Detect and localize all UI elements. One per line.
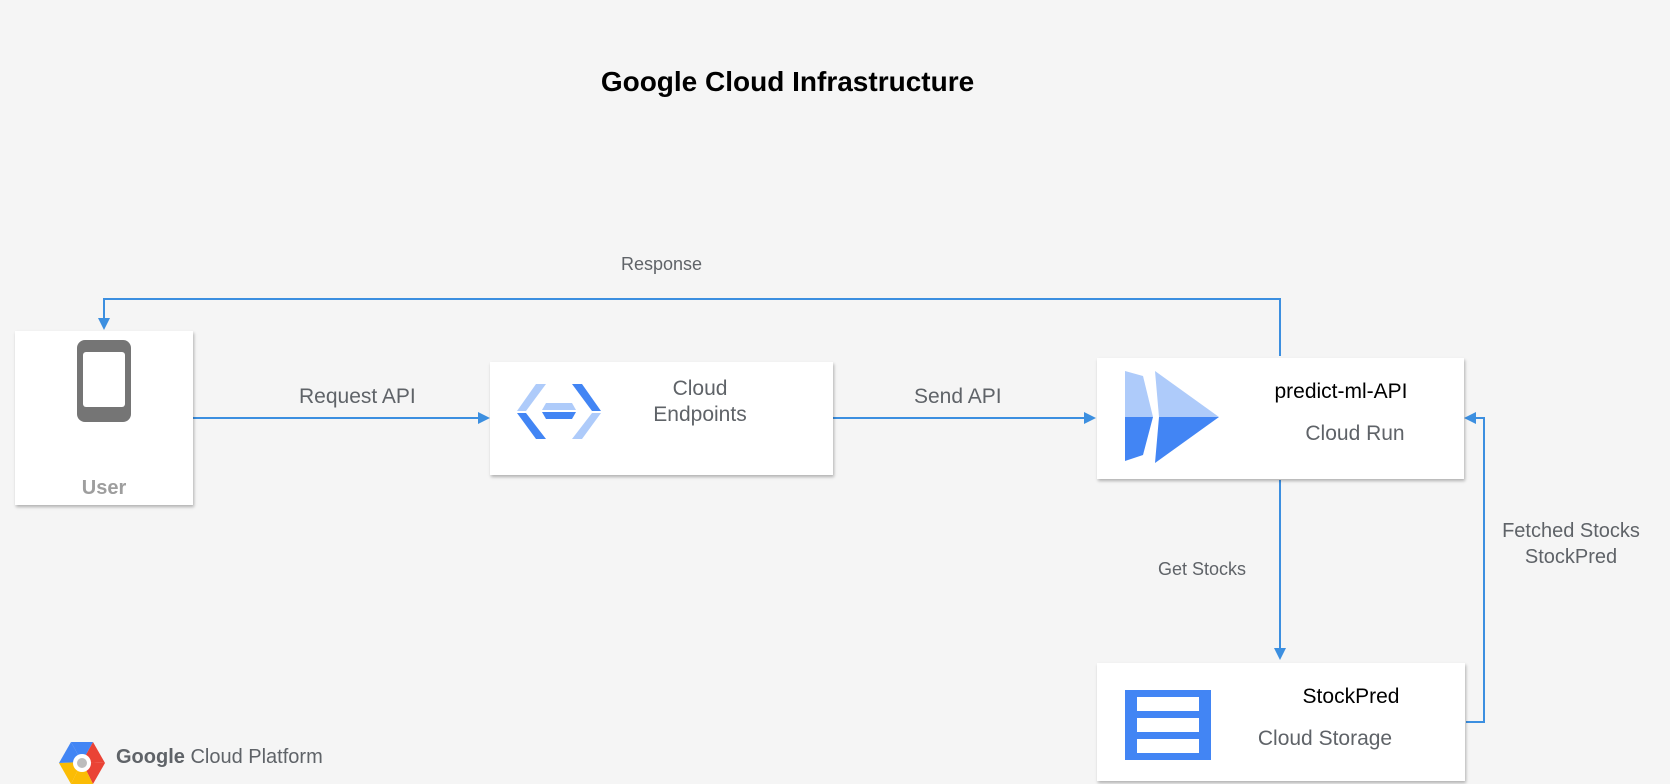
edge-fetched-stocks [1466, 417, 1485, 723]
arrowhead-request-api [478, 412, 490, 424]
cloud-storage-name: StockPred [1302, 685, 1400, 708]
edge-label-send-api: Send API [914, 385, 1002, 408]
cloud-run-service: Cloud Run [1305, 422, 1405, 445]
cloud-endpoints-icon [517, 384, 601, 439]
cloud-run-icon [1125, 371, 1219, 463]
arrowhead-send-api [1084, 412, 1096, 424]
cloud-endpoints-label-line2: Endpoints [653, 403, 747, 426]
edge-label-request-api: Request API [299, 385, 416, 408]
cloud-endpoints-node[interactable]: Cloud Endpoints [490, 362, 833, 475]
cloud-storage-node[interactable]: StockPred Cloud Storage [1097, 663, 1465, 781]
cloud-storage-icon [1125, 690, 1211, 760]
arrowhead-response [98, 318, 110, 330]
mobile-phone-icon [77, 340, 131, 422]
edge-label-fetched-stocks: Fetched Stocks StockPred [1480, 518, 1662, 570]
edge-label-response: Response [621, 254, 703, 274]
fetched-stocks-line2: StockPred [1524, 546, 1618, 568]
user-node[interactable]: User [15, 331, 193, 505]
cloud-storage-service: Cloud Storage [1257, 727, 1393, 750]
google-cloud-logo-icon [59, 742, 105, 784]
cloud-run-node[interactable]: predict-ml-API Cloud Run [1097, 358, 1464, 479]
arrowhead-get-stocks [1274, 648, 1286, 660]
google-cloud-platform-wordmark: Google Cloud Platform [116, 746, 323, 769]
user-label: User [81, 477, 127, 499]
arrowhead-fetched-stocks [1464, 412, 1476, 424]
diagram-title: Google Cloud Infrastructure [600, 66, 975, 97]
wordmark-google: Google [116, 746, 185, 768]
fetched-stocks-line1: Fetched Stocks [1502, 520, 1640, 542]
cloud-run-name: predict-ml-API [1274, 380, 1408, 403]
cloud-endpoints-label-line1: Cloud [672, 377, 728, 400]
wordmark-cloud-platform: Cloud Platform [190, 746, 323, 768]
edge-response [103, 298, 1281, 356]
cloud-endpoints-label: Cloud Endpoints [610, 376, 790, 428]
edge-label-get-stocks: Get Stocks [1158, 559, 1247, 579]
